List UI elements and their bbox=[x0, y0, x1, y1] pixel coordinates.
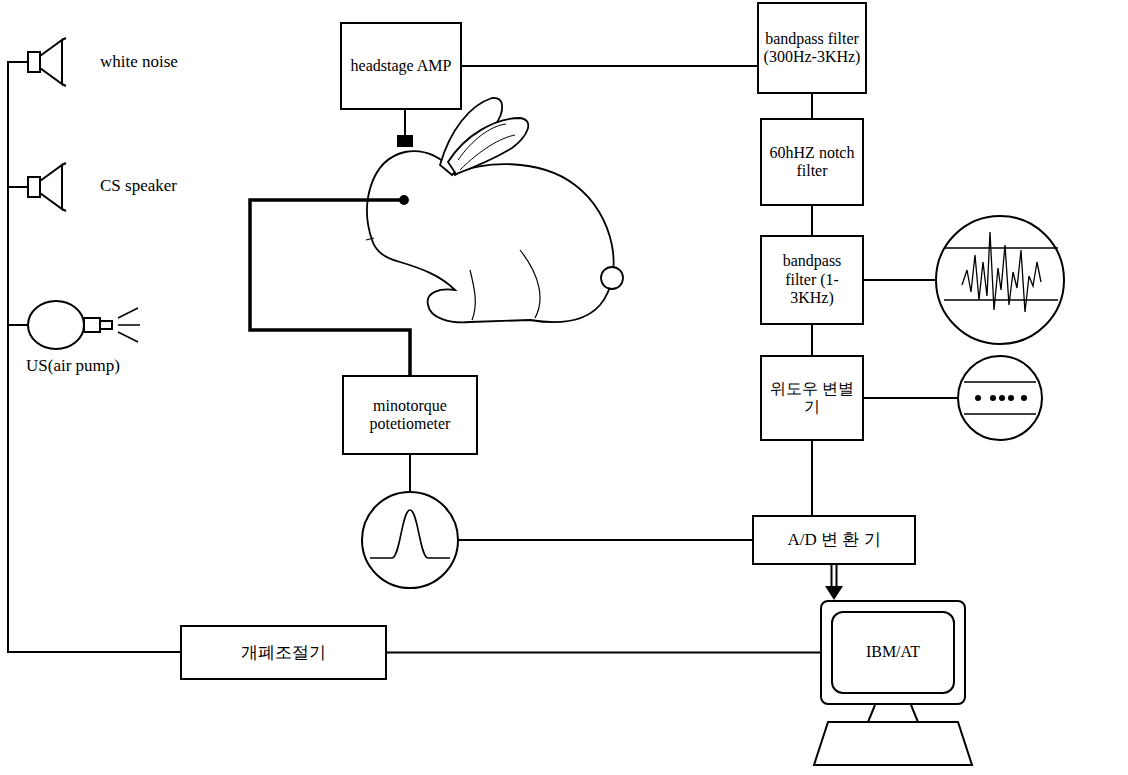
box-label: IBM/AT bbox=[862, 641, 924, 663]
signal-wire bbox=[462, 66, 757, 67]
signal-wire bbox=[387, 652, 820, 653]
box-label: 위도우 변별기 bbox=[762, 378, 862, 419]
box-label: bandpass filter (300Hz-3KHz) bbox=[759, 28, 865, 69]
box-label: minotorque potetiometer bbox=[344, 395, 476, 436]
bus-wire bbox=[8, 62, 180, 652]
stimulus-label: US(air pump) bbox=[26, 356, 120, 376]
computer-monitor: IBM/AT bbox=[820, 600, 966, 705]
signal-wire bbox=[825, 565, 843, 600]
scope-wire bbox=[858, 397, 958, 399]
signal-wire bbox=[812, 206, 813, 235]
process-box: 개폐조절기 bbox=[180, 625, 387, 680]
air-pump-symbol bbox=[28, 301, 140, 349]
spike-waveform bbox=[962, 232, 1041, 312]
waveform-display bbox=[936, 216, 1064, 344]
electrode-connector bbox=[398, 136, 412, 146]
box-label: headstage AMP bbox=[347, 55, 456, 77]
pulse-display bbox=[958, 356, 1042, 440]
process-box: headstage AMP bbox=[340, 22, 462, 110]
process-box: 위도우 변별기 bbox=[760, 355, 864, 441]
eye-wire bbox=[250, 200, 410, 375]
stimulus-label: white noise bbox=[100, 52, 178, 72]
eyeblink-waveform bbox=[370, 510, 450, 558]
signal-wire bbox=[812, 94, 813, 118]
process-box: 60hHZ notch filter bbox=[760, 118, 864, 206]
speaker-symbol bbox=[28, 38, 66, 86]
box-label: A/D 변 환 기 bbox=[783, 528, 884, 552]
speaker-symbol bbox=[28, 163, 66, 211]
process-box: A/D 변 환 기 bbox=[752, 515, 916, 565]
box-label: 60hHZ notch filter bbox=[762, 142, 862, 183]
process-box: bandpass filter (1-3KHz) bbox=[760, 235, 864, 325]
scope-wire bbox=[858, 279, 935, 281]
signal-wire bbox=[410, 455, 752, 540]
signal-wire bbox=[812, 325, 813, 355]
stimulus-label: CS speaker bbox=[100, 176, 177, 196]
pulse-dots bbox=[975, 395, 1027, 401]
electrode-wire bbox=[404, 110, 406, 136]
signal-wire bbox=[812, 441, 813, 515]
eyeblink-display bbox=[362, 492, 458, 588]
monitor-base bbox=[814, 722, 972, 765]
process-box: minotorque potetiometer bbox=[342, 375, 478, 455]
box-label: 개폐조절기 bbox=[237, 641, 330, 665]
box-label: bandpass filter (1-3KHz) bbox=[762, 250, 862, 309]
process-box: bandpass filter (300Hz-3KHz) bbox=[757, 2, 867, 94]
monitor-stand bbox=[868, 705, 918, 722]
rabbit-figure bbox=[366, 98, 623, 323]
